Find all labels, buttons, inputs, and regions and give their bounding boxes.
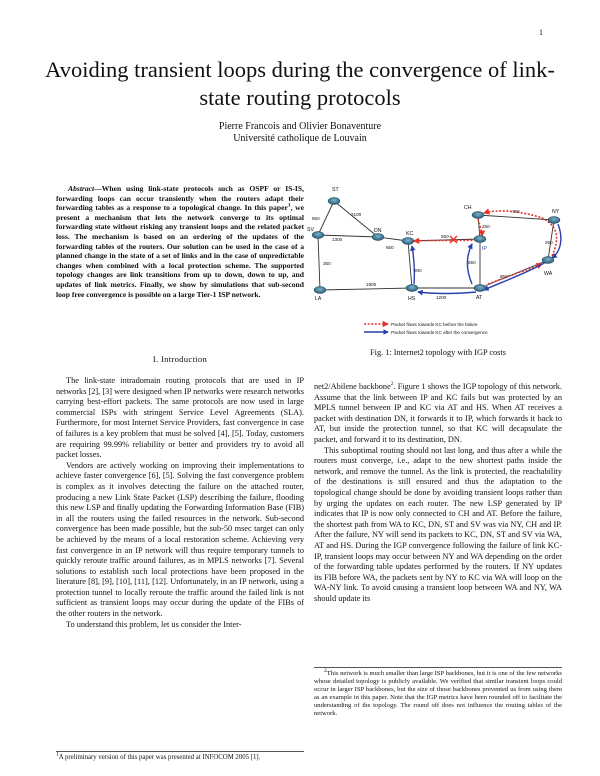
edge-cost: 700	[512, 209, 520, 214]
edge-cost: 650	[386, 245, 394, 250]
node-label: CH	[464, 205, 472, 211]
edge-cost: 2100	[351, 212, 362, 217]
node-label: AT	[476, 295, 483, 301]
node-label: IP	[482, 246, 487, 252]
node-label: WA	[544, 271, 553, 277]
authors-block: Pierre Francois and Olivier Bonaventure …	[100, 121, 500, 145]
figure-legend: Packet flows towards KC before the failu…	[364, 320, 488, 335]
abstract: Abstract—When using link-state protocols…	[56, 184, 304, 299]
figure-caption: Fig. 1: Internet2 topology with IGP cost…	[370, 348, 506, 357]
node-labels: ST SV DN KC LA HS IP CH NY WA AT	[307, 187, 560, 302]
link	[407, 240, 413, 289]
footnote-right: 2This network is much smaller than large…	[314, 667, 562, 718]
author-affiliation: Université catholique de Louvain	[233, 133, 367, 144]
router-wa	[541, 256, 555, 264]
link	[407, 238, 481, 242]
flow-path	[551, 223, 562, 259]
router-sv	[311, 231, 325, 239]
edge-cost: 850	[312, 216, 320, 221]
paragraph: Vendors are actively working on improvin…	[56, 460, 304, 619]
router-st	[327, 197, 341, 205]
network-topology-figure: ST SV DN KC LA HS IP CH NY WA AT 850 210…	[307, 187, 562, 335]
edge-cost: 900	[414, 268, 422, 273]
footnote-mark-1: 1	[287, 202, 291, 209]
router-ch	[471, 211, 485, 219]
router-ny	[547, 216, 561, 224]
page-number: 1	[539, 28, 543, 37]
flow-path	[412, 237, 477, 244]
section-heading: I. Introduction	[152, 354, 208, 364]
paragraph-continuation: net2/Abilene backbone2. Figure 1 shows t…	[314, 381, 562, 446]
flow-path	[482, 208, 558, 257]
node-label: ST	[332, 187, 339, 193]
node-label: NY	[552, 209, 560, 215]
edge-cost-labels: 850 2100 1300 650 550 250 700 250 350 19…	[312, 209, 553, 300]
flow-path	[477, 218, 486, 238]
link	[333, 200, 379, 238]
node-label: LA	[315, 296, 322, 302]
footnote: 2This network is much smaller than large…	[314, 667, 562, 718]
flow-path	[417, 289, 477, 296]
edge-cost: 1900	[366, 282, 377, 287]
footnote-text: A preliminary version of this paper was …	[58, 754, 261, 761]
abstract-dash: —	[94, 184, 102, 193]
after-flow	[410, 223, 562, 296]
link	[317, 200, 335, 236]
flow-path	[483, 261, 547, 291]
footnote-text: This network is much smaller than large …	[314, 670, 562, 717]
flow-path	[410, 245, 416, 285]
edge-cost: 250	[545, 240, 553, 245]
flow-path	[466, 243, 473, 285]
router-hs	[405, 284, 419, 292]
node-label: KC	[406, 231, 413, 237]
node-label: DN	[374, 228, 382, 234]
link	[317, 234, 379, 238]
abstract-text-a: When using link-state protocols such as …	[56, 184, 304, 213]
paper-title: Avoiding transient loops during the conv…	[45, 57, 555, 110]
link	[319, 287, 413, 291]
left-body: The link-state intradomain routing proto…	[56, 376, 304, 630]
edge-cost: 250	[482, 224, 490, 229]
router-dn	[371, 233, 385, 241]
failure-mark	[449, 235, 458, 244]
paragraph: This suboptimal routing should not last …	[314, 445, 562, 603]
footnote-mark-2: 2	[390, 381, 394, 388]
routers	[311, 197, 561, 294]
edge-cost: 650	[468, 260, 476, 265]
edge-cost: 1200	[436, 295, 447, 300]
router-kc	[401, 237, 415, 245]
node-label: SV	[307, 227, 314, 233]
edge-cost: 1300	[332, 237, 343, 242]
node-label: HS	[408, 296, 416, 302]
continuation-text: net2/Abilene backbone	[314, 382, 391, 391]
router-at	[473, 284, 487, 292]
router-la	[313, 286, 327, 294]
paragraph: To understand this problem, let us consi…	[66, 619, 242, 629]
links	[317, 200, 555, 291]
footnote-mark: 2	[324, 667, 327, 674]
author-names: Pierre Francois and Olivier Bonaventure	[218, 121, 382, 132]
edge-cost: 350	[323, 261, 331, 266]
link	[477, 214, 555, 221]
legend-before-label: Packet flows towards KC before the failu…	[391, 322, 478, 327]
abstract-text-b: , we present a mechanism that lets the n…	[56, 203, 304, 299]
router-ip	[473, 235, 487, 243]
edge-cost: 550	[441, 234, 449, 239]
edge-cost: 850	[500, 274, 508, 279]
link	[479, 259, 549, 289]
footnote-mark: 1	[56, 751, 59, 758]
footnote-left: 1A preliminary version of this paper was…	[56, 751, 304, 762]
abstract-lead: Abstract	[68, 184, 95, 193]
right-body: net2/Abilene backbone2. Figure 1 shows t…	[314, 381, 562, 604]
link	[317, 234, 321, 291]
paragraph: The link-state intradomain routing proto…	[56, 376, 304, 460]
continuation-text: . Figure 1 shows the IGP topology of thi…	[314, 382, 562, 444]
legend-after-label: Packet flows towards KC after the conver…	[391, 330, 488, 335]
